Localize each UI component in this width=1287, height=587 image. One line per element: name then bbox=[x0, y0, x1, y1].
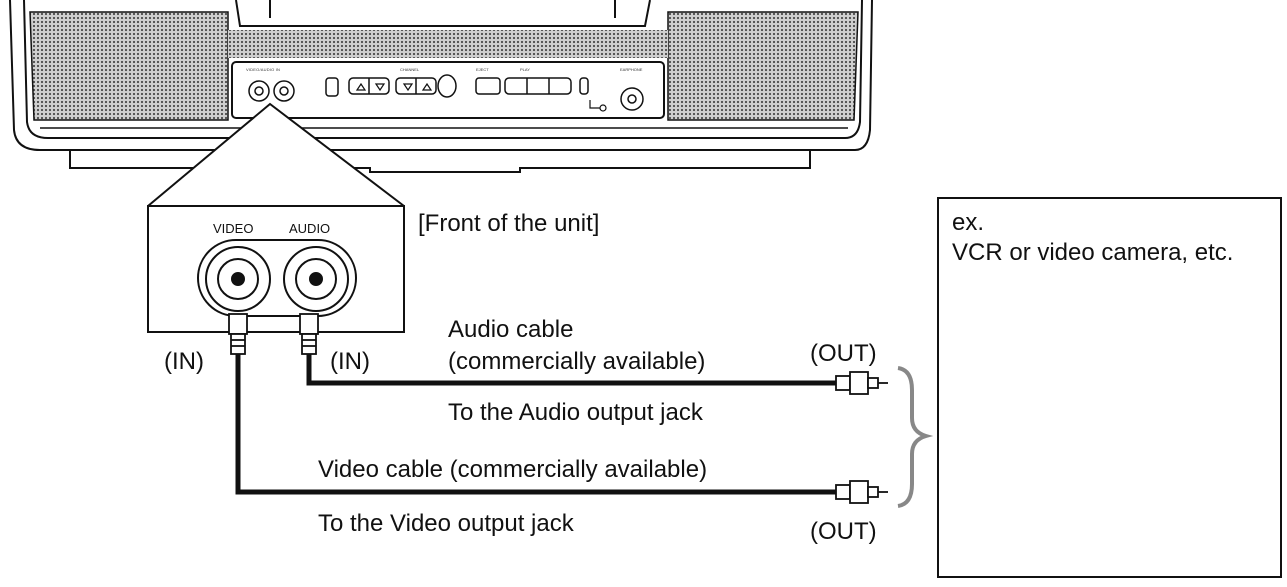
audio-cable-line bbox=[306, 354, 838, 386]
video-in-label: (IN) bbox=[164, 348, 204, 375]
front-of-unit-caption: [Front of the unit] bbox=[418, 210, 600, 237]
video-out-label: (OUT) bbox=[810, 518, 877, 545]
tv-label-channel: CHANNEL bbox=[400, 67, 420, 72]
audio-output-jack-label: To the Audio output jack bbox=[448, 399, 703, 426]
tv-label-play: PLAY bbox=[520, 67, 530, 72]
device-box-description: VCR or video camera, etc. bbox=[952, 239, 1234, 266]
tv-transport-buttons bbox=[504, 77, 572, 95]
device-box-example-label: ex. bbox=[952, 209, 985, 236]
audio-cable-label: Audio cable bbox=[448, 316, 574, 343]
cable-plugs-in bbox=[228, 313, 319, 355]
source-device-box bbox=[937, 197, 1282, 578]
tv-sensor bbox=[437, 74, 457, 98]
tv-power-button bbox=[325, 77, 339, 97]
inset-jacks bbox=[197, 239, 357, 317]
callout-triangle bbox=[147, 102, 405, 207]
video-cable-line bbox=[235, 354, 838, 495]
tv-label-eject: EJECT bbox=[476, 67, 489, 72]
tv-eject-button bbox=[475, 77, 501, 95]
audio-out-label: (OUT) bbox=[810, 340, 877, 367]
inset-video-label: VIDEO bbox=[213, 221, 254, 236]
top-grille-strip bbox=[228, 30, 668, 58]
tv-label-earphone: EARPHONE bbox=[620, 67, 643, 72]
tv-indicator bbox=[579, 77, 589, 95]
right-speaker-grille bbox=[667, 11, 859, 121]
video-cable-label: Video cable (commercially available) bbox=[318, 456, 708, 483]
grouping-brace bbox=[897, 366, 934, 508]
audio-in-label: (IN) bbox=[330, 348, 370, 375]
cable-plugs-out bbox=[835, 371, 888, 504]
tv-panel-controls bbox=[248, 74, 644, 111]
tv-label-video-audio-in: VIDEO/AUDIO IN bbox=[246, 67, 280, 72]
tv-body-outline bbox=[9, 0, 873, 151]
tv-inner-bezel bbox=[23, 0, 863, 139]
video-output-jack-label: To the Video output jack bbox=[318, 510, 574, 537]
inset-audio-label: AUDIO bbox=[289, 221, 331, 236]
left-speaker-grille bbox=[29, 11, 229, 121]
tv-screen-bottom bbox=[235, 0, 651, 27]
tv-base bbox=[69, 150, 811, 173]
audio-cable-availability: (commercially available) bbox=[448, 348, 706, 375]
